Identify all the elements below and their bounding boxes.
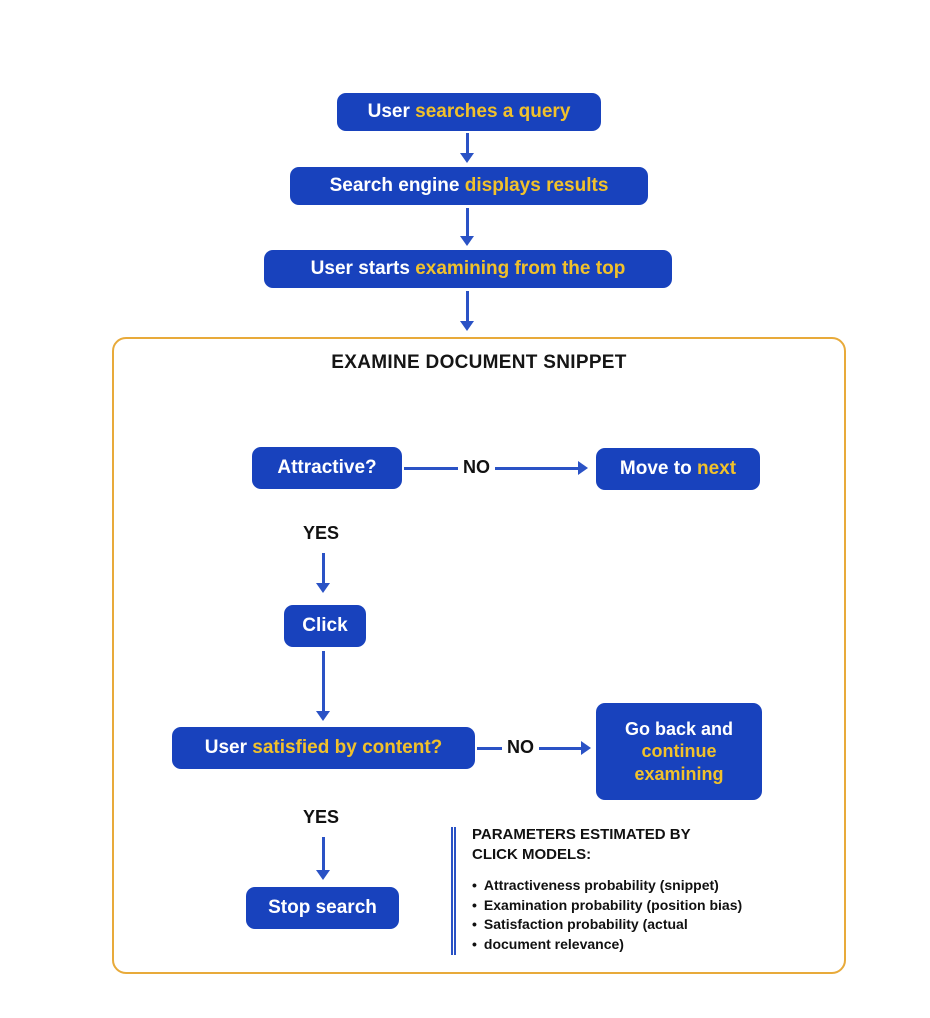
label-no-2: NO bbox=[502, 738, 539, 756]
params-bullet: • Attractiveness probability (snippet) bbox=[472, 876, 817, 896]
bullet-dot-icon: • bbox=[472, 877, 477, 893]
node-text-highlight: examining from the top bbox=[415, 258, 626, 280]
node-text-highlight: displays results bbox=[464, 175, 609, 197]
bullet-text: Satisfaction probability (actual bbox=[483, 916, 688, 932]
bullet-text: Attractiveness probability (snippet) bbox=[483, 877, 719, 893]
bullet-dot-icon: • bbox=[472, 896, 477, 913]
node-text-highlight: satisfied by content? bbox=[252, 737, 443, 759]
examine-snippet-group: EXAMINE DOCUMENT SNIPPET bbox=[112, 337, 846, 974]
arrow-down-3 bbox=[459, 291, 475, 331]
node-text: Go back and bbox=[624, 718, 734, 739]
node-satisfied: User satisfied by content? bbox=[172, 727, 475, 769]
bullet-dot-icon: • bbox=[472, 916, 477, 932]
arrow-right-no-1 bbox=[404, 460, 588, 476]
node-move-next: Move to next bbox=[596, 448, 760, 490]
params-bullet: • Examination probability (position bias) bbox=[472, 896, 817, 916]
bullet-text: Examination probability (position bias) bbox=[483, 896, 743, 913]
params-bullet: • Satisfaction probability (actual bbox=[472, 915, 817, 935]
node-text-highlight: continue examining bbox=[634, 741, 724, 784]
params-bullet: • document relevance) bbox=[472, 935, 817, 955]
params-bullet-list: • Attractiveness probability (snippet) • E… bbox=[472, 876, 817, 954]
node-text: User bbox=[367, 101, 416, 123]
node-text: Stop search bbox=[268, 897, 377, 919]
arrow-down-yes-1 bbox=[315, 553, 331, 593]
node-text: User bbox=[204, 737, 253, 759]
label-no-1: NO bbox=[458, 458, 495, 476]
node-text-highlight: next bbox=[696, 458, 737, 480]
node-text: Click bbox=[302, 615, 348, 637]
params-heading: PARAMETERS ESTIMATED BY CLICK MODELS: bbox=[472, 826, 691, 863]
params-divider bbox=[451, 827, 456, 955]
node-click: Click bbox=[284, 605, 366, 647]
node-displays-results: Search engine displays results bbox=[290, 167, 648, 205]
group-title: EXAMINE DOCUMENT SNIPPET bbox=[331, 352, 627, 373]
node-text: Search engine bbox=[329, 175, 465, 197]
node-text: User starts bbox=[310, 258, 416, 280]
arrow-down-yes-2 bbox=[315, 837, 331, 880]
node-attractive: Attractive? bbox=[252, 447, 402, 489]
label-yes-1: YES bbox=[298, 524, 345, 542]
arrow-down-2 bbox=[459, 208, 475, 246]
node-stop-search: Stop search bbox=[246, 887, 399, 929]
node-go-back: Go back and continue examining bbox=[596, 703, 762, 800]
node-text: Move to bbox=[619, 458, 697, 480]
bullet-text: document relevance) bbox=[483, 935, 624, 952]
node-start-examining: User starts examining from the top bbox=[264, 250, 672, 288]
arrow-down-4 bbox=[315, 651, 331, 721]
bullet-dot-icon: • bbox=[472, 935, 477, 952]
node-text-highlight: searches a query bbox=[415, 101, 571, 123]
arrow-down-1 bbox=[459, 133, 475, 163]
node-user-searches: User searches a query bbox=[337, 93, 601, 131]
node-text: Attractive? bbox=[277, 457, 377, 479]
label-yes-2: YES bbox=[298, 808, 345, 826]
